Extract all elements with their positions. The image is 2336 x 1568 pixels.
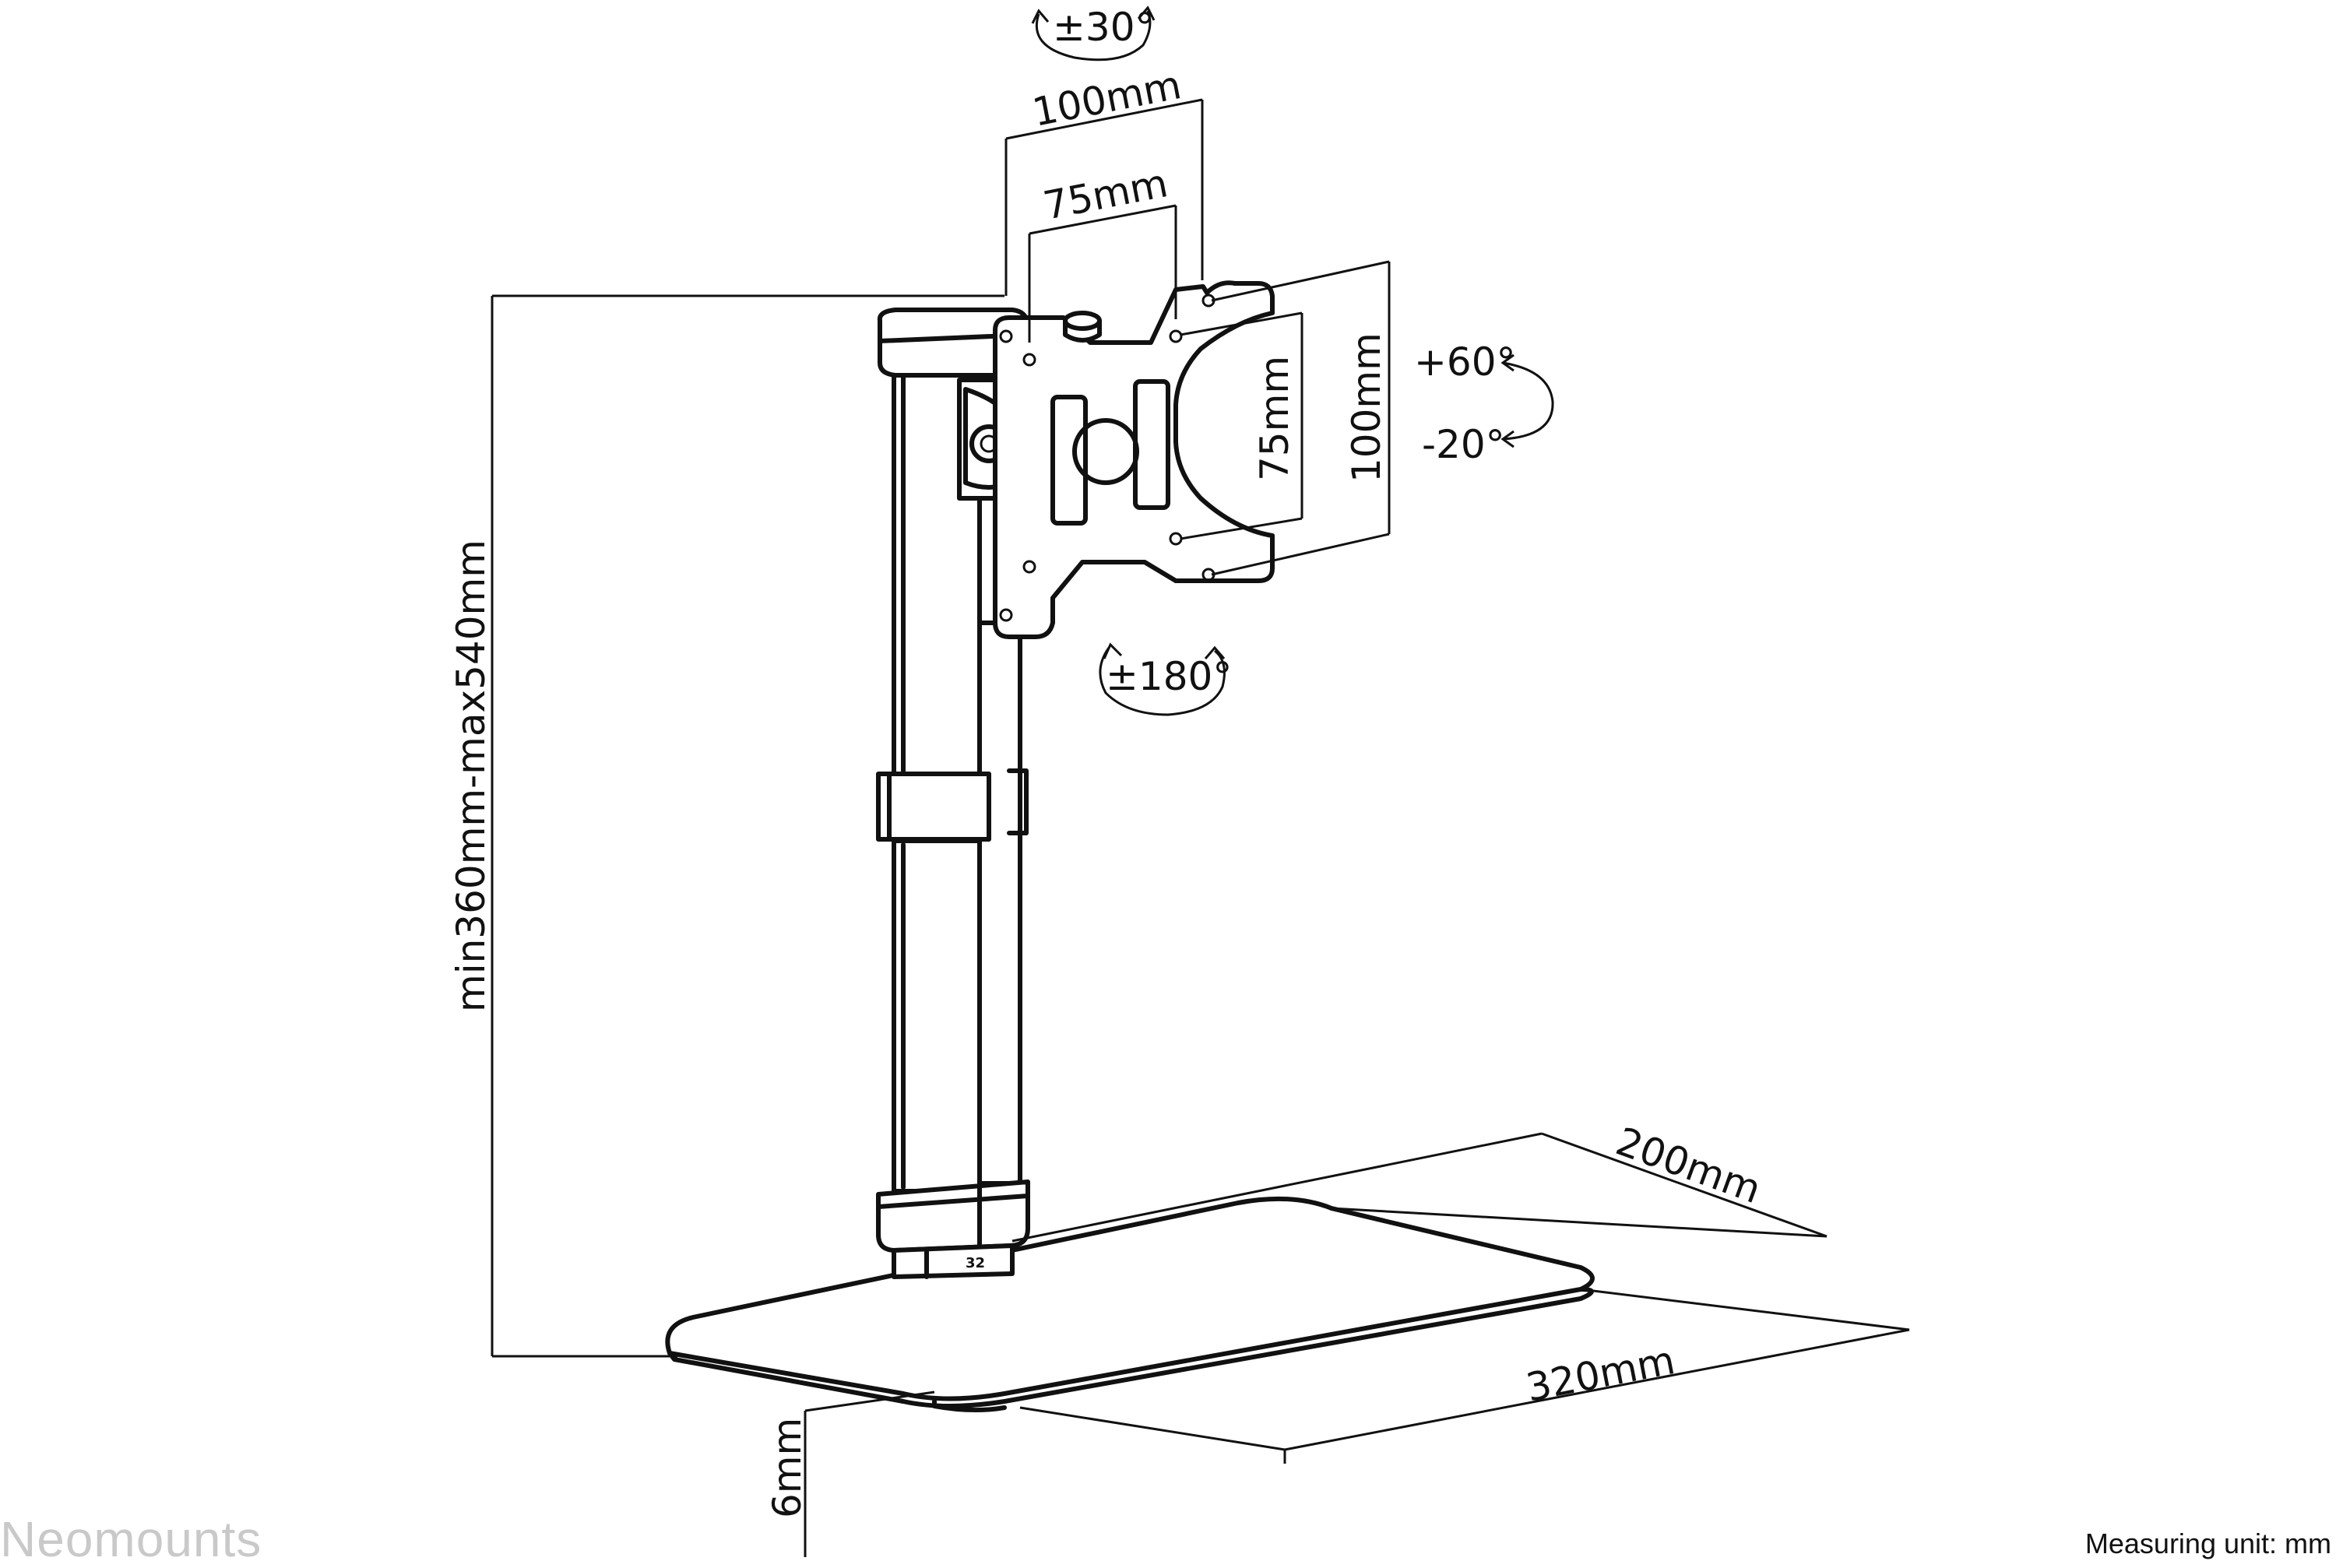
base-plate [665,1196,1595,1413]
vesa-plate [993,280,1275,639]
cable-clip [876,772,991,842]
rotation-180-label: ±180° [1106,654,1232,699]
tilt-up-label: +60° [1414,339,1516,385]
pole-marking: 32 [966,1255,985,1271]
vesa-100-width-label: 100mm [1029,62,1184,135]
tilt-down-label: -20° [1422,422,1505,467]
vesa-75-height-label: 75mm [1252,356,1297,481]
vesa-100-height-label: 100mm [1344,332,1389,483]
height-range-label: min360mm-max540mm [449,540,494,1012]
inner-pole [975,621,1029,1186]
measuring-unit-note: Measuring unit: mm [2084,1528,2331,1559]
base-width-label: 320mm [1522,1338,1678,1411]
dimension-lines [491,98,1910,1557]
rotation-30-label: ±30° [1053,5,1155,50]
base-thickness-label: 6mm [765,1418,810,1518]
base-depth-label: 200mm [1610,1119,1767,1212]
brand-logo: Neomounts [0,1511,262,1567]
pole-lower [876,838,1030,1279]
rotation-arrows [1031,5,1554,716]
